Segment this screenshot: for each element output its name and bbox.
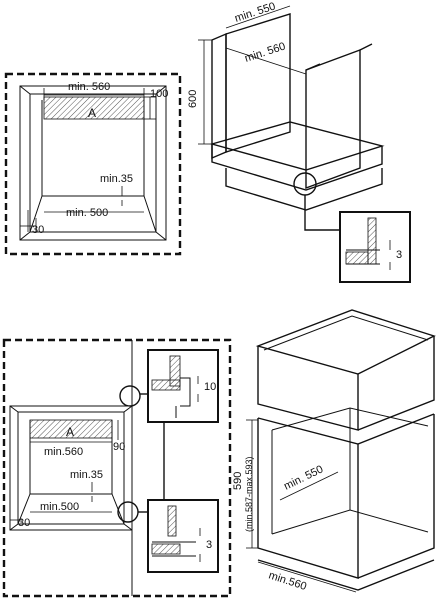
bottom-left-area-a-label: A [66, 425, 74, 439]
bottom-right-height-range-label: (min.587-max.593) [244, 456, 254, 532]
top-right-detail-circle [293, 172, 317, 196]
top-left-side-label: 30 [32, 224, 44, 236]
bottom-left-upper-detail-circle [119, 385, 141, 407]
top-right-height-label: 600 [187, 90, 199, 108]
bottom-left-panel: A min.560 90 min.35 min.500 30 10 [2, 338, 232, 598]
bottom-left-lower-detail-box [147, 499, 219, 573]
bottom-left-depth-label: 90 [113, 441, 125, 453]
top-left-dashed-frame [4, 72, 182, 256]
bottom-right-cabinet: min. 550 590 (min.587-max.593) min.560 [232, 309, 436, 593]
bottom-right-height-label: 590 [232, 472, 244, 490]
bottom-left-lower-detail-circle [117, 501, 139, 523]
bottom-left-side-label: 30 [18, 517, 30, 529]
bottom-left-width-label: min.560 [44, 446, 83, 458]
top-left-width-label: min. 560 [68, 81, 110, 93]
top-left-area-a-label: A [88, 106, 96, 120]
top-left-bottom-width-label: min. 500 [66, 207, 108, 219]
top-right-width-label: min. 560 [243, 40, 287, 64]
top-left-area-a [43, 96, 145, 120]
top-right-detail-label: 3 [396, 249, 402, 261]
bottom-left-area-a [29, 419, 113, 439]
bottom-left-lower-detail-label: 3 [206, 539, 212, 551]
bottom-left-bottom-width-label: min.500 [40, 501, 79, 513]
bottom-left-upper-detail-label: 10 [204, 381, 216, 393]
top-left-depth-label: 100 [150, 88, 168, 100]
bottom-left-gap-label: min.35 [70, 469, 103, 481]
top-right-depth-label: min. 550 [233, 0, 277, 24]
bottom-left-dashed-frame [2, 338, 232, 598]
top-right-detail-box [339, 211, 411, 283]
top-right-cabinet: min. 550 min. 560 600 3 [187, 0, 411, 283]
top-left-gap-label: min.35 [100, 173, 133, 185]
top-left-panel: A min. 560 100 min.35 min. 500 30 [4, 72, 182, 256]
